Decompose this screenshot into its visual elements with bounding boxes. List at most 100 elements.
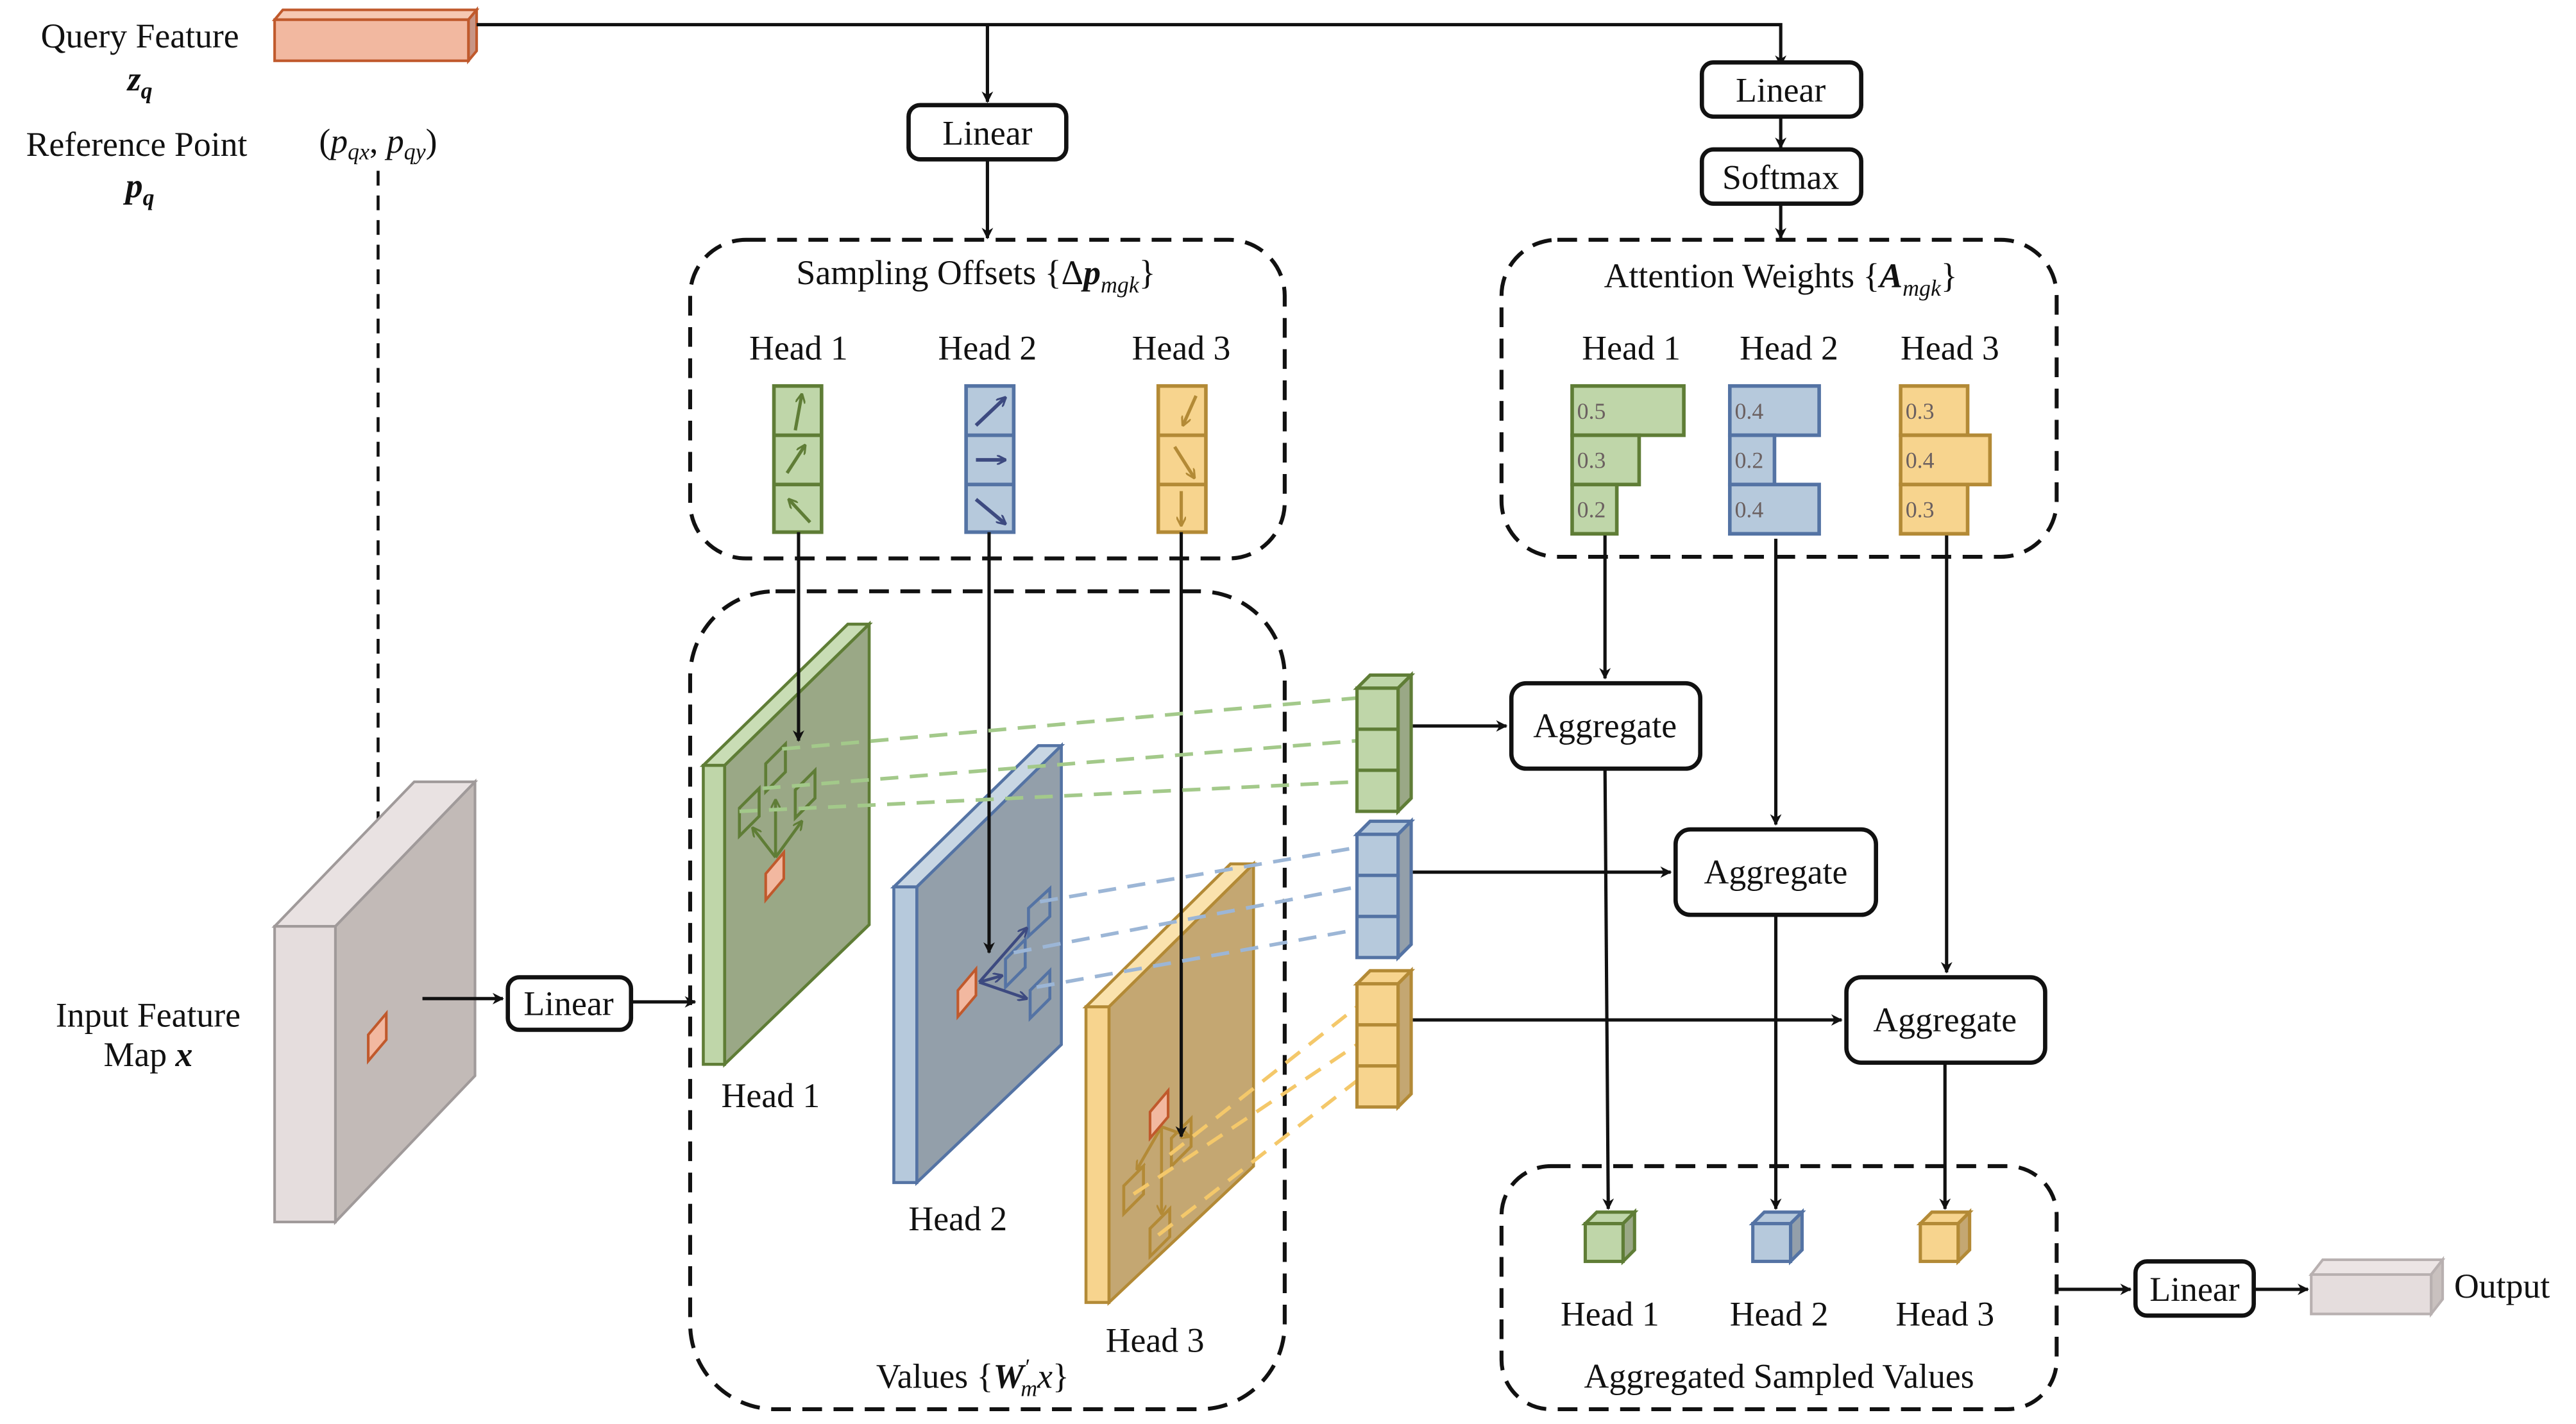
values-head-2-label: Head 2 bbox=[908, 1199, 1007, 1238]
sampled-value-cube bbox=[1355, 1064, 1400, 1109]
aggregate-label: Aggregate bbox=[1873, 1001, 2017, 1039]
query-feature-block bbox=[271, 6, 480, 65]
weight-bar: 0.2 bbox=[1570, 482, 1619, 536]
linear-box-values[interactable]: Linear bbox=[505, 975, 634, 1032]
reference-coordinates: (pqx, pqy) bbox=[319, 122, 437, 164]
softmax-box[interactable]: Softmax bbox=[1699, 147, 1863, 206]
attention-weight-bars: 0.5 0.3 0.2 0.4 0.2 0.4 0.3 0.4 0.3 bbox=[1570, 384, 1992, 536]
reference-symbol: pq bbox=[123, 166, 155, 210]
weights-head-2-label: Head 2 bbox=[1740, 329, 1838, 368]
weight-bar: 0.3 bbox=[1899, 482, 1970, 536]
aggregate1-to-output-arrow bbox=[1602, 768, 1614, 1210]
sampled-stack-head-3 bbox=[1353, 967, 1416, 1111]
input-map-text-2: Map x bbox=[104, 1035, 193, 1074]
sampling-offsets-panel: Sampling Offsets {Δpmgk} Head 1 Head 2 H… bbox=[688, 237, 1287, 561]
weight-value: 0.4 bbox=[1734, 497, 1763, 523]
linear-box-weights[interactable]: Linear bbox=[1699, 60, 1863, 119]
query-point-marker bbox=[367, 1010, 388, 1065]
aggregate-box-head-2[interactable]: Aggregate bbox=[1673, 827, 1879, 917]
offsets-head-2 bbox=[964, 384, 1016, 534]
weight-value: 0.4 bbox=[1734, 398, 1763, 424]
reference-point-label: Reference Point pq bbox=[26, 125, 248, 210]
sampled-value-cube bbox=[1355, 1023, 1400, 1068]
aggregated-head-1-label: Head 1 bbox=[1561, 1294, 1659, 1333]
offset-arrow-icon bbox=[789, 499, 811, 523]
offset-arrow-icon bbox=[793, 394, 802, 431]
sampled-value-cube bbox=[1355, 915, 1400, 960]
sampled-value-stacks bbox=[1353, 671, 1416, 1111]
weight-value: 0.3 bbox=[1906, 398, 1935, 424]
offset-arrow-icon bbox=[785, 445, 805, 474]
aggregated-cube-head-2 bbox=[1749, 1208, 1806, 1266]
input-feature-map bbox=[271, 778, 479, 1226]
weight-bar: 0.4 bbox=[1727, 384, 1821, 437]
linear-label: Linear bbox=[523, 984, 613, 1022]
value-map-head-1 bbox=[699, 620, 873, 1068]
value-map-head-3 bbox=[1082, 860, 1257, 1306]
weight-bar: 0.5 bbox=[1570, 384, 1686, 437]
query-symbol: zq bbox=[126, 60, 153, 104]
output-block bbox=[2309, 1255, 2446, 1318]
reference-point-text: Reference Point bbox=[26, 125, 248, 164]
aggregated-head-2-label: Head 2 bbox=[1730, 1294, 1829, 1333]
sampling-lines bbox=[739, 696, 1359, 1237]
value-map-head-2 bbox=[890, 742, 1065, 1186]
aggregated-cube-head-3 bbox=[1916, 1208, 1974, 1266]
weight-value: 0.4 bbox=[1906, 448, 1935, 473]
weight-bar: 0.4 bbox=[1727, 482, 1821, 536]
query-connector bbox=[477, 22, 1787, 103]
softmax-label: Softmax bbox=[1722, 158, 1839, 196]
linear-box-offsets[interactable]: Linear bbox=[906, 103, 1069, 162]
sampled-value-cube bbox=[1355, 982, 1400, 1027]
query-point-marker bbox=[764, 849, 785, 904]
offsets-head-1-label: Head 1 bbox=[749, 329, 848, 368]
aggregated-title: Aggregated Sampled Values bbox=[1584, 1357, 1974, 1396]
weight-value: 0.3 bbox=[1906, 497, 1935, 523]
weight-value: 0.2 bbox=[1577, 497, 1606, 523]
weights-head-1-label: Head 1 bbox=[1582, 329, 1681, 368]
sampling-offsets-title: Sampling Offsets {Δpmgk} bbox=[796, 253, 1155, 298]
values-title: Values {W′mx} bbox=[876, 1354, 1069, 1401]
query-feature-text: Query Feature bbox=[41, 17, 239, 55]
attention-weights-panel: Attention Weights {Amgk} Head 1 Head 2 H… bbox=[1499, 237, 2059, 559]
weight-bar: 0.3 bbox=[1570, 433, 1641, 487]
linear-label: Linear bbox=[2149, 1270, 2239, 1309]
offsets-head-2-label: Head 2 bbox=[938, 329, 1037, 368]
sampled-stack-head-2 bbox=[1353, 817, 1416, 962]
attention-weights-title: Attention Weights {Amgk} bbox=[1604, 257, 1958, 301]
aggregate-box-head-3[interactable]: Aggregate bbox=[1844, 975, 2047, 1065]
sampled-value-cube bbox=[1355, 768, 1400, 813]
aggregated-head-3-label: Head 3 bbox=[1895, 1294, 1994, 1333]
offset-arrow-icon bbox=[974, 398, 1005, 427]
aggregate-label: Aggregate bbox=[1704, 853, 1848, 892]
input-feature-map-label: Input Feature Map x bbox=[56, 996, 241, 1073]
input-map-text-1: Input Feature bbox=[56, 996, 241, 1034]
sampled-stack-head-1 bbox=[1353, 671, 1416, 816]
weight-value: 0.3 bbox=[1577, 448, 1606, 473]
linear-label: Linear bbox=[942, 114, 1032, 152]
sampled-value-cube bbox=[1355, 874, 1400, 919]
aggregate-box-head-1[interactable]: Aggregate bbox=[1509, 681, 1703, 771]
offset-arrow-icon bbox=[1173, 446, 1194, 478]
query-point-marker bbox=[956, 965, 978, 1021]
linear-box-output[interactable]: Linear bbox=[2133, 1259, 2256, 1318]
values-head-3-label: Head 3 bbox=[1106, 1321, 1205, 1359]
weight-value: 0.2 bbox=[1734, 448, 1763, 473]
offset-arrow-icon bbox=[974, 498, 1005, 523]
aggregate-label: Aggregate bbox=[1533, 707, 1677, 745]
values-head-1-label: Head 1 bbox=[722, 1076, 820, 1115]
sampled-value-cube bbox=[1355, 833, 1400, 877]
aggregated-values-panel: Head 1 Head 2 Head 3 Aggregated Sampled … bbox=[1499, 1164, 2059, 1412]
weight-bar: 0.2 bbox=[1727, 433, 1777, 487]
query-feature-label: Query Feature zq bbox=[41, 17, 239, 103]
output-label: Output bbox=[2454, 1267, 2550, 1305]
query-point-marker bbox=[1148, 1087, 1170, 1142]
weights-head-3-label: Head 3 bbox=[1901, 329, 1999, 368]
sampled-value-cube bbox=[1355, 727, 1400, 772]
aggregated-cube-head-1 bbox=[1581, 1208, 1639, 1266]
weight-bar: 0.4 bbox=[1899, 433, 1992, 487]
offset-arrow-icon bbox=[1183, 395, 1198, 425]
sampled-value-cube bbox=[1355, 686, 1400, 731]
offsets-head-3 bbox=[1156, 384, 1208, 534]
